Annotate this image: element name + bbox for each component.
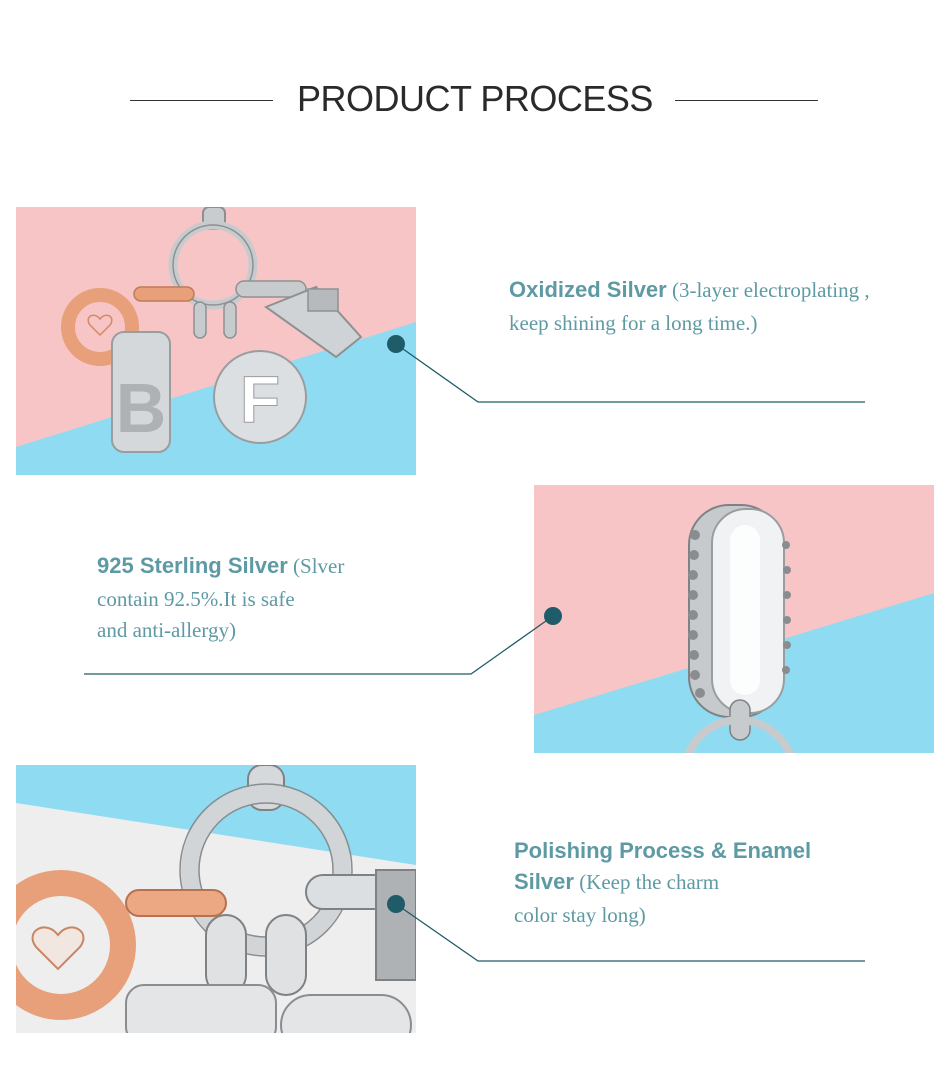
callout-sterling-silver: 925 Sterling Silver (Slver contain 92.5%… (97, 550, 427, 646)
svg-text:B: B (116, 369, 167, 447)
callout-title: Oxidized Silver (509, 277, 667, 302)
callout-body: keep shining for a long time.) (509, 311, 758, 335)
product-photo-closeup (16, 765, 416, 1033)
callout-body: (Slver (287, 554, 345, 578)
svg-text:F: F (240, 362, 280, 436)
callout-title: Polishing Process & Enamel (514, 838, 812, 863)
header-rule-right (675, 100, 818, 101)
product-photo-bf-charm: B F (16, 207, 416, 475)
product-photo-spacer-bead (534, 485, 934, 753)
callout-body: (Keep the charm (573, 870, 720, 894)
callout-body: (3-layer electroplating , (666, 278, 870, 302)
callout-body: and anti-allergy) (97, 618, 236, 642)
callout-oxidized-silver: Oxidized Silver (3-layer electroplating … (509, 274, 939, 339)
callout-title: Silver (514, 869, 574, 894)
page-title: PRODUCT PROCESS (297, 78, 653, 119)
callout-body: contain 92.5%.It is safe (97, 587, 295, 611)
header-rule-left (130, 100, 273, 101)
callout-title: 925 Sterling Silver (97, 553, 288, 578)
callout-polishing-process: Polishing Process & Enamel Silver (Keep … (514, 835, 934, 931)
callout-body: color stay long) (514, 903, 646, 927)
